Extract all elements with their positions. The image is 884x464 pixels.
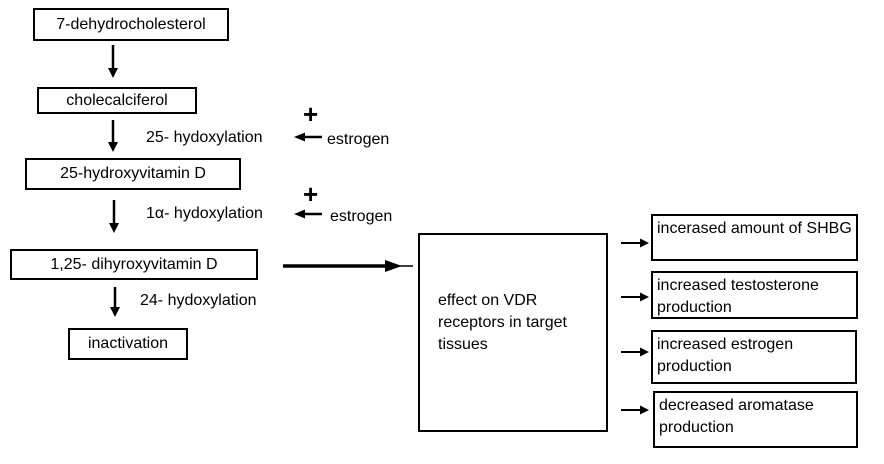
reaction-label-25-hydroxylation: 25- hydoxylation (146, 129, 263, 146)
arrow-left-icon (294, 209, 322, 219)
modulator-label-estrogen: estrogen (330, 208, 393, 225)
arrow-right-icon (621, 347, 649, 357)
node-label: 7-dehydrocholesterol (56, 15, 206, 33)
effect-label: increased estrogen production (657, 336, 794, 375)
arrow-down-icon (110, 287, 120, 317)
plus-sign: + (303, 99, 319, 129)
node-7-dehydrocholesterol: 7-dehydrocholesterol (33, 8, 229, 41)
effect-aromatase: decreased aromatase production (653, 391, 858, 448)
effect-testosterone: increased testosterone production (651, 271, 858, 319)
modulator-label-estrogen: estrogen (327, 131, 390, 148)
arrow-down-icon (109, 200, 119, 233)
node-cholecalciferol: cholecalciferol (37, 87, 197, 114)
node-label: 25-hydroxyvitamin D (60, 165, 206, 182)
node-vdr-receptors: effect on VDR receptors in target tissue… (418, 233, 608, 432)
effect-estrogen-production: increased estrogen production (651, 330, 857, 384)
node-1-25-dihydroxyvitamin-d: 1,25- dihyroxyvitamin D (10, 249, 258, 280)
plus-sign: + (303, 179, 319, 209)
effect-label: increased testosterone production (657, 277, 819, 316)
reaction-label-24-hydroxylation: 24- hydoxylation (140, 292, 257, 309)
effect-label: decreased aromatase production (659, 397, 814, 436)
effect-shbg: incerased amount of SHBG (651, 214, 858, 261)
arrow-left-icon (294, 132, 322, 142)
node-label: 1,25- dihyroxyvitamin D (50, 255, 218, 273)
effect-label: incerased amount of SHBG (657, 220, 852, 237)
arrow-right-icon (621, 238, 649, 248)
arrow-right-icon (621, 292, 649, 302)
node-label: effect on VDR receptors in target tissue… (438, 292, 567, 353)
node-label: inactivation (87, 335, 169, 352)
arrow-right-icon (283, 260, 413, 272)
arrow-down-icon (108, 45, 118, 78)
arrow-down-icon (108, 120, 118, 152)
arrow-right-icon (621, 405, 649, 415)
node-inactivation: inactivation (68, 328, 188, 360)
reaction-label-1a-hydroxylation: 1α- hydoxylation (146, 205, 263, 222)
node-25-hydroxyvitamin-d: 25-hydroxyvitamin D (25, 158, 241, 190)
node-label: cholecalciferol (66, 91, 168, 109)
